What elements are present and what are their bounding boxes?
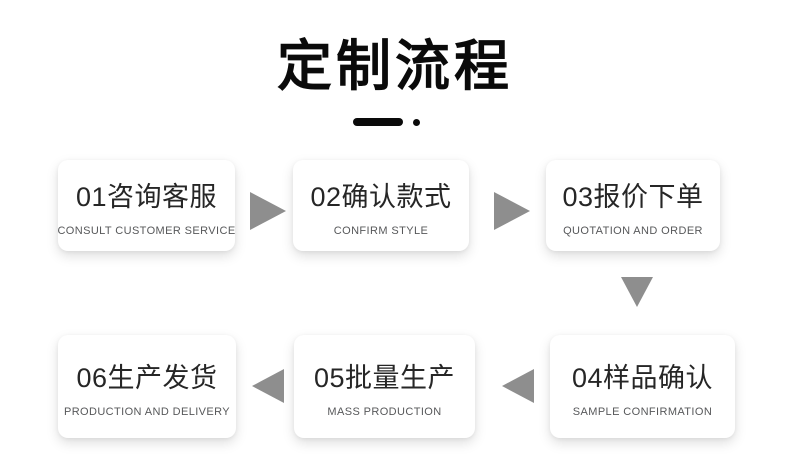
step-02-name-zh: 确认款式 bbox=[341, 181, 452, 212]
arrow-left-icon bbox=[502, 369, 534, 403]
step-02-subtitle: CONFIRM STYLE bbox=[333, 224, 429, 237]
step-05-name-zh: 批量生产 bbox=[345, 362, 456, 393]
step-card-06: 06生产发货 PRODUCTION AND DELIVERY bbox=[58, 335, 236, 438]
step-04-name-zh: 样品确认 bbox=[603, 362, 714, 393]
arrow-down-icon bbox=[621, 277, 653, 307]
step-06-name-zh: 生产发货 bbox=[107, 362, 218, 393]
step-card-03: 03报价下单 QUOTATION AND ORDER bbox=[546, 160, 720, 251]
step-01-title: 01咨询客服 bbox=[76, 175, 217, 214]
underline-dot bbox=[412, 118, 420, 126]
step-05-title: 05批量生产 bbox=[314, 356, 455, 395]
step-card-02: 02确认款式 CONFIRM STYLE bbox=[293, 160, 469, 251]
step-card-05: 05批量生产 MASS PRODUCTION bbox=[294, 335, 475, 438]
step-05-subtitle: MASS PRODUCTION bbox=[327, 405, 442, 418]
step-02-number: 02 bbox=[310, 181, 342, 212]
step-03-number: 03 bbox=[562, 181, 594, 212]
step-04-title: 04样品确认 bbox=[572, 356, 713, 395]
underline-dash bbox=[352, 118, 403, 126]
step-01-number: 01 bbox=[75, 181, 108, 212]
step-06-title: 06生产发货 bbox=[76, 356, 217, 395]
step-02-title: 02确认款式 bbox=[310, 175, 451, 214]
step-03-title: 03报价下单 bbox=[562, 175, 703, 214]
arrow-left-icon bbox=[252, 369, 284, 403]
step-01-subtitle: CONSULT CUSTOMER SERVICE bbox=[57, 224, 236, 237]
page-title: 定制流程 bbox=[276, 35, 513, 97]
step-06-number: 06 bbox=[76, 362, 108, 393]
step-03-subtitle: QUOTATION AND ORDER bbox=[563, 224, 703, 237]
step-01-name-zh: 咨询客服 bbox=[107, 181, 218, 212]
step-06-subtitle: PRODUCTION AND DELIVERY bbox=[63, 405, 231, 418]
step-card-01: 01咨询客服 CONSULT CUSTOMER SERVICE bbox=[57, 160, 236, 251]
step-03-name-zh: 报价下单 bbox=[593, 181, 704, 212]
step-04-subtitle: SAMPLE CONFIRMATION bbox=[572, 405, 713, 418]
arrow-right-icon bbox=[250, 192, 286, 230]
step-05-number: 05 bbox=[313, 362, 346, 393]
title-underline-decoration bbox=[0, 118, 781, 126]
arrow-right-icon bbox=[494, 192, 530, 230]
step-04-number: 04 bbox=[571, 362, 604, 393]
step-card-04: 04样品确认 SAMPLE CONFIRMATION bbox=[550, 335, 735, 438]
